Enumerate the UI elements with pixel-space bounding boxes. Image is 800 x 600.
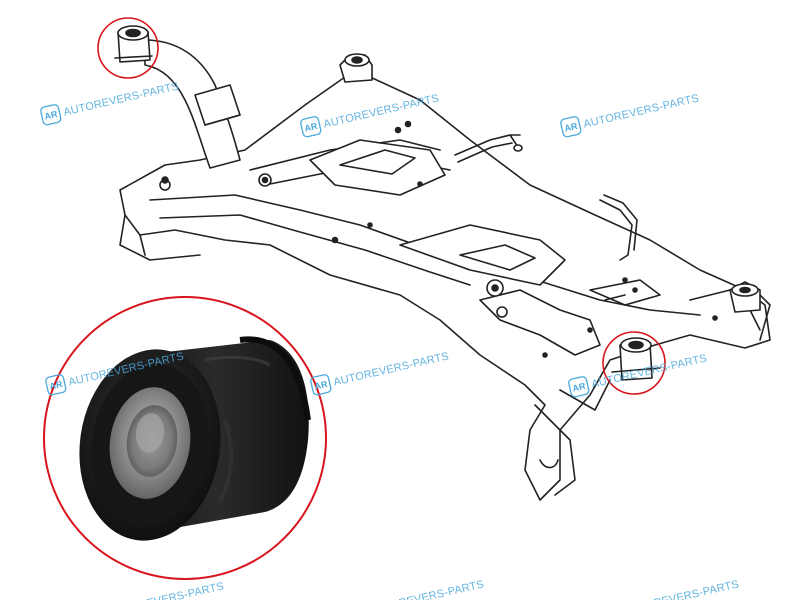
watermark-logo-icon: AR [40,104,62,126]
highlight-ring-lower-right [602,331,666,395]
watermark-logo-icon: AR [310,374,332,396]
watermark-logo-icon: AR [300,116,322,138]
svg-text:AUTOREVERS-PARTS: AUTOREVERS-PARTS [62,80,180,118]
svg-text:AR: AR [303,121,318,134]
svg-text:AR: AR [313,379,328,392]
watermark-logo-icon: AR [568,376,590,398]
svg-text:AR: AR [571,381,586,394]
bushing-photo [43,296,327,580]
svg-text:AR: AR [48,379,63,392]
svg-text:AR: AR [563,121,578,134]
watermark-1: AR AUTOREVERS-PARTS [40,80,180,126]
watermark-7: AUTOREVERS-PARTS [107,580,225,600]
svg-text:AR: AR [43,109,58,122]
subframe-drawing [114,25,771,501]
svg-text:AUTOREVERS-PARTS: AUTOREVERS-PARTS [622,578,740,600]
svg-text:AUTOREVERS-PARTS: AUTOREVERS-PARTS [332,350,450,388]
svg-text:AUTOREVERS-PARTS: AUTOREVERS-PARTS [107,580,225,600]
watermark-9: AUTOREVERS-PARTS [622,578,740,600]
watermark-logo-icon: AR [560,116,582,138]
watermark-8: AUTOREVERS-PARTS [367,578,485,600]
watermark-3: AR AUTOREVERS-PARTS [560,92,700,138]
watermark-5: AR AUTOREVERS-PARTS [310,350,450,396]
svg-text:AUTOREVERS-PARTS: AUTOREVERS-PARTS [367,578,485,600]
svg-text:AUTOREVERS-PARTS: AUTOREVERS-PARTS [582,92,700,130]
watermark-logo-icon: AR [45,374,67,396]
highlight-ring-upper-left [97,17,159,79]
